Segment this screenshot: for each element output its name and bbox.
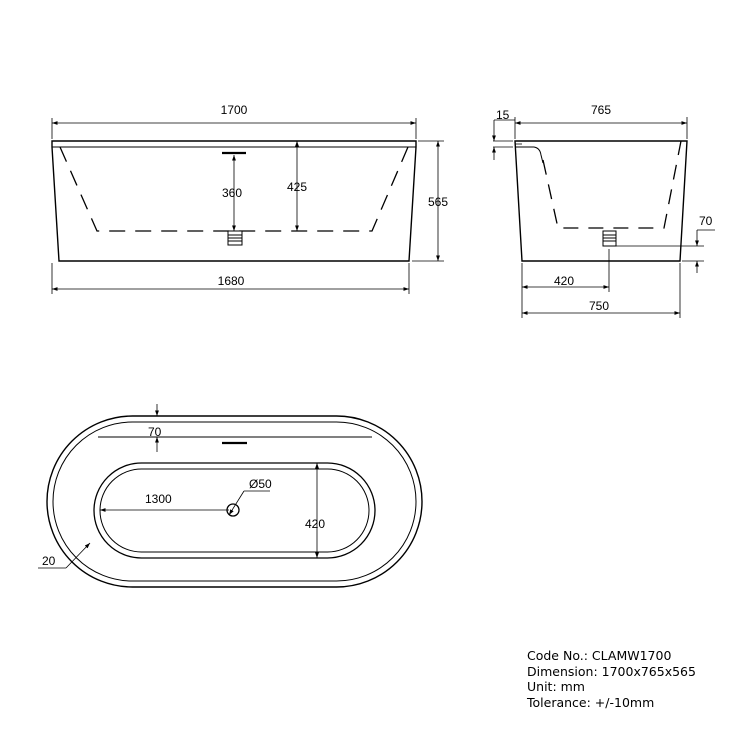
- label-70-side: 70: [699, 214, 713, 228]
- unit-text: Unit: mm: [527, 679, 585, 694]
- label-420-side: 420: [554, 274, 574, 288]
- dim-base-width: [522, 263, 681, 318]
- side-tub-outline: [514, 140, 688, 262]
- label-360: 360: [222, 186, 242, 200]
- side-view: [492, 117, 715, 318]
- dimension-text: Dimension: 1700x765x565: [527, 663, 696, 679]
- side-inner-basin: [542, 140, 682, 229]
- tolerance-text: Tolerance: +/-10mm: [527, 694, 655, 710]
- dim-rim-thickness: [492, 119, 515, 160]
- product-info-block: Code No.: CLAMW1700 Dimension: 1700x765x…: [527, 648, 696, 710]
- side-rim-detail: [515, 146, 544, 164]
- label-425: 425: [287, 180, 307, 194]
- dim-waste-offset: [521, 249, 610, 318]
- top-inner-basin-inner: [99, 468, 370, 553]
- side-waste-fitting-icon: [602, 230, 617, 247]
- top-inner-basin: [93, 462, 376, 559]
- code-number: Code No.: CLAMW1700: [527, 648, 672, 663]
- label-765: 765: [591, 103, 611, 117]
- front-view: [51, 118, 444, 294]
- top-outer-rim-inner: [52, 421, 417, 582]
- label-565: 565: [428, 195, 448, 209]
- label-15: 15: [496, 108, 510, 122]
- label-20: 20: [42, 554, 56, 568]
- top-view: [38, 404, 423, 588]
- label-420-top: 420: [305, 517, 325, 531]
- label-750: 750: [589, 299, 609, 313]
- dim-base-length: [51, 263, 410, 294]
- waste-fitting-icon: [227, 230, 243, 246]
- label-dia-50: Ø50: [249, 477, 272, 491]
- label-70-top: 70: [148, 425, 162, 439]
- label-1700: 1700: [221, 103, 248, 117]
- dim-overall-height: [412, 140, 444, 262]
- top-outer-rim: [46, 415, 423, 588]
- dim-shell-thickness: [38, 542, 91, 569]
- dim-waste-diameter: [228, 490, 245, 516]
- dim-waste-height: [610, 229, 715, 273]
- dim-overall-length: [51, 118, 417, 139]
- dim-top-width: [514, 117, 688, 139]
- label-1300: 1300: [145, 492, 172, 506]
- label-1680: 1680: [218, 274, 245, 288]
